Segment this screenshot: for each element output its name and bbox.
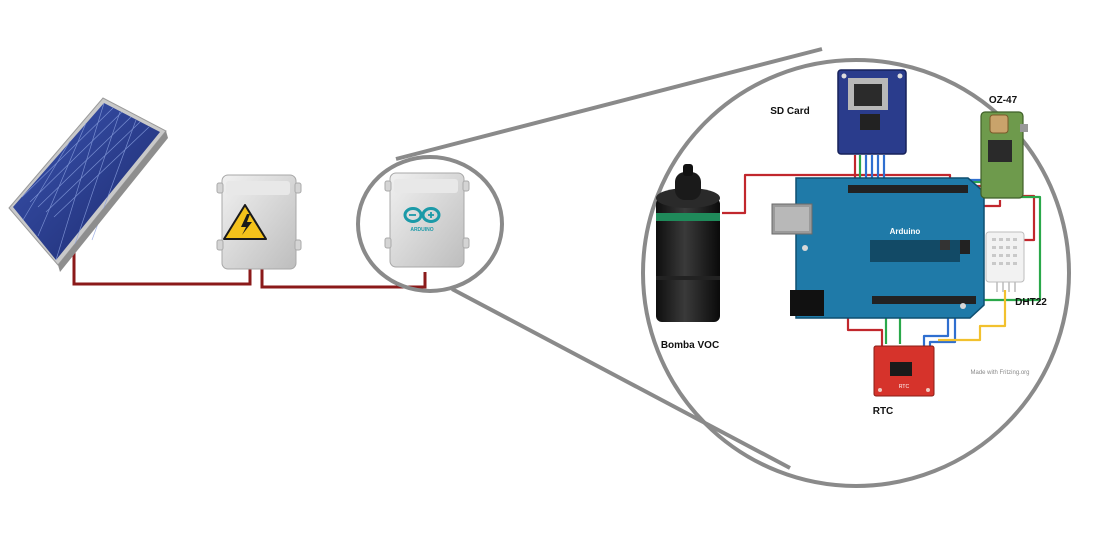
rtc-chip-label: RTC: [899, 384, 910, 390]
power-enclosure: [216, 174, 302, 270]
arduino-enclosure: [384, 172, 470, 268]
sd-card-module: [837, 69, 907, 155]
oz47-label: OZ-47: [989, 95, 1018, 106]
rtc-module: [873, 345, 935, 397]
arduino-board: [771, 177, 985, 319]
made-with-fritzing-text: Made with Fritzing.org: [970, 370, 1029, 376]
solar-panel-icon: [8, 97, 168, 272]
bomba-voc-pump: [656, 164, 720, 322]
dht22-sensor: [985, 231, 1025, 292]
power-wires: [72, 252, 427, 289]
rtc-label: RTC: [873, 406, 894, 417]
bomba-voc-label: Bomba VOC: [661, 340, 719, 351]
arduino-logo-icon: [403, 207, 441, 223]
arduino-board-label: Arduino: [890, 227, 921, 236]
arduino-box-logo-text: ARDUINO: [410, 227, 433, 233]
dht22-label: DHT22: [1015, 297, 1047, 308]
zoom-indicator: [356, 47, 1071, 488]
high-voltage-warning-icon: [223, 204, 267, 240]
sd-card-label: SD Card: [770, 106, 809, 117]
oz47-sensor: [980, 111, 1028, 199]
